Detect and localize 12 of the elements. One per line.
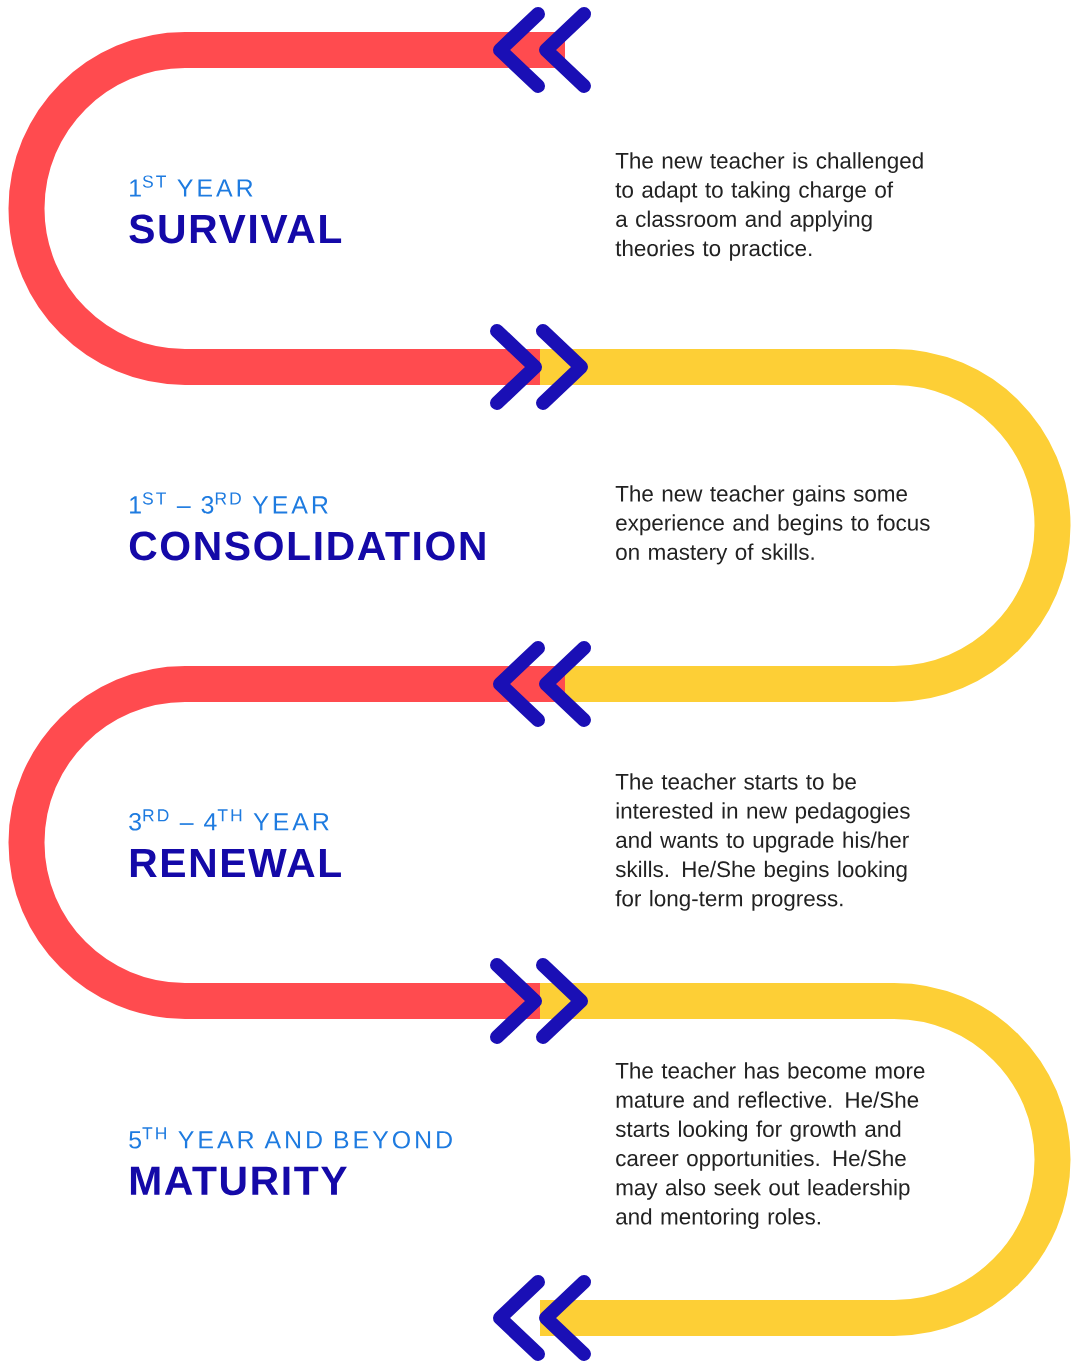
stage-description: The teacher starts to be interested in new pedagogies and wants to upgrade his/her skills. He/She begins looking for long-term progress. bbox=[615, 773, 910, 911]
year-label: 1$^{ST}$ YEAR bbox=[130, 175, 253, 197]
year-label: 1$^{ST}$ – 3$^{RD}$ YEAR bbox=[130, 492, 328, 514]
year-label: 5$^{TH}$ YEAR AND BEYOND bbox=[129, 1127, 452, 1149]
stage-description: The new teacher gains some experience and begins to focus on mastery of skills. bbox=[615, 485, 930, 565]
stage-heading: CONSOLIDATION bbox=[129, 531, 485, 561]
stage-heading: RENEWAL bbox=[130, 848, 341, 878]
stage-description: The new teacher is challenged to adapt to taking charge of a classroom and applying theories to practice. bbox=[615, 152, 923, 261]
stage-heading: SURVIVAL bbox=[129, 214, 342, 244]
year-label: 3$^{RD}$ – 4$^{TH}$ YEAR bbox=[129, 809, 329, 831]
stage-heading: MATURITY bbox=[130, 1166, 347, 1196]
stage-description: The teacher has become more mature and reflective. He/She starts looking for growth and career opportunities. He/She may also seek out leadership and mentoring roles. bbox=[615, 1062, 925, 1230]
